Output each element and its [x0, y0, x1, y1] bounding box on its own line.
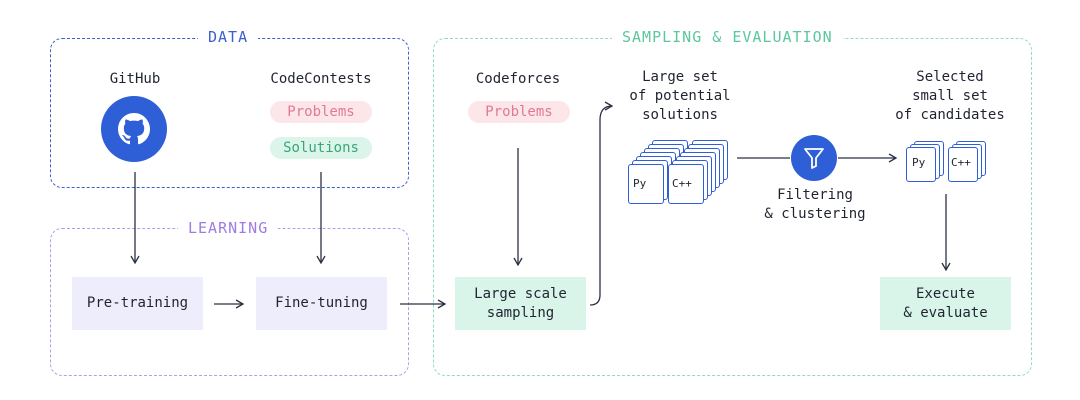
- large-set-line1: Large set: [642, 69, 718, 85]
- arrow-sampling-to-large-set: [589, 101, 614, 306]
- large-scale-sampling-stage: Large scale sampling: [455, 277, 586, 330]
- py-card-label-large: Py: [633, 177, 647, 190]
- filtering-caption: Filtering & clustering: [755, 186, 875, 224]
- execute-evaluate-stage: Execute & evaluate: [880, 277, 1011, 330]
- cpp-card-label-small: C++: [951, 156, 971, 169]
- execute-line1: Execute: [915, 285, 975, 302]
- py-card-label-small: Py: [912, 156, 926, 169]
- large-set-caption: Large set of potential solutions: [615, 68, 745, 125]
- finetuning-stage: Fine-tuning: [256, 277, 387, 330]
- pretraining-stage: Pre-training: [72, 277, 203, 330]
- github-logo-icon: [101, 96, 167, 162]
- filtering-line2: & clustering: [764, 206, 866, 222]
- large-set-line2: of potential: [629, 88, 731, 104]
- selected-caption: Selected small set of candidates: [885, 68, 1015, 125]
- funnel-icon: [791, 135, 837, 181]
- large-set-line3: solutions: [642, 107, 718, 123]
- execute-line2: & evaluate: [903, 304, 988, 321]
- large-scale-sampling-line2: sampling: [486, 304, 555, 321]
- selected-line2: small set: [912, 88, 988, 104]
- codecontests-problems-pill: Problems: [270, 101, 372, 123]
- learning-section-title: LEARNING: [178, 219, 279, 237]
- selected-line3: of candidates: [895, 107, 1005, 123]
- selected-line1: Selected: [916, 69, 984, 85]
- sampling-section-title: SAMPLING & EVALUATION: [612, 28, 843, 46]
- filtering-line1: Filtering: [777, 187, 853, 203]
- codecontests-solutions-pill: Solutions: [270, 137, 372, 159]
- codecontests-label: CodeContests: [270, 71, 372, 87]
- cpp-card-label-large: C++: [672, 177, 692, 190]
- github-label: GitHub: [109, 71, 161, 87]
- codeforces-problems-pill: Problems: [468, 101, 570, 123]
- data-section-title: DATA: [198, 28, 259, 46]
- codeforces-label: Codeforces: [475, 71, 561, 87]
- large-scale-sampling-line1: Large scale: [474, 285, 567, 302]
